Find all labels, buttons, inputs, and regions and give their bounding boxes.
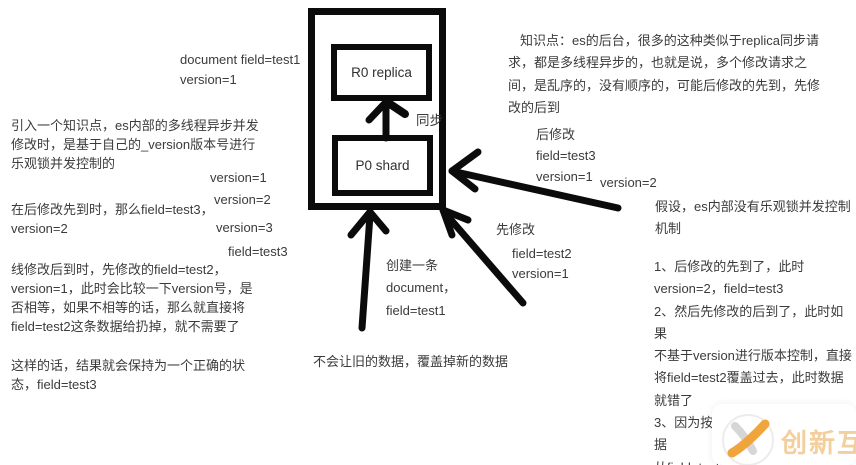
left-knowledge-intro: 引入一个知识点，es内部的多线程异步并发 修改时，是基于自己的_version版… bbox=[11, 118, 259, 171]
p0-shard-box: P0 shard bbox=[332, 135, 433, 196]
mid-version-2: version=2 bbox=[214, 192, 271, 207]
watermark-text: 创新互联 bbox=[781, 428, 856, 458]
first-modify-fields: field=test2 version=1 bbox=[512, 246, 572, 281]
top-right-knowledge: 知识点：es的后台，很多的这种类似于replica同步请 求，都是多线程异步的，… bbox=[508, 33, 821, 115]
bottom-note: 不会让旧的数据，覆盖掉新的数据 bbox=[313, 354, 509, 369]
r0-replica-box: R0 replica bbox=[331, 44, 432, 101]
assume-no-lock-note: 假设，es内部没有乐观锁并发控制 机制 bbox=[655, 199, 851, 237]
r0-replica-label: R0 replica bbox=[351, 65, 412, 80]
later-modify-label: 后修改 field=test3 version=1 bbox=[536, 127, 596, 184]
p0-shard-label: P0 shard bbox=[355, 158, 410, 173]
mid-version-3: version=3 bbox=[216, 220, 273, 235]
sync-label: 同步 bbox=[416, 113, 443, 128]
first-modify-title: 先修改 bbox=[496, 222, 536, 237]
left-correct-result: 这样的话，结果就会保持为一个正确的状 态，field=test3 bbox=[11, 358, 246, 392]
left-version-compare: 线修改后到时，先修改的field=test2， version=1，此时会比较一… bbox=[11, 262, 253, 334]
mid-field-test3: field=test3 bbox=[228, 244, 288, 259]
create-document-label: 创建一条 document， field=test1 bbox=[386, 258, 457, 318]
create-document-arrow bbox=[347, 208, 390, 332]
left-later-arrives-first: 在后修改先到时，那么field=test3， version=2 bbox=[11, 202, 214, 236]
watermark-logo-icon bbox=[722, 414, 774, 465]
document-created-label: document field=test1 version=1 bbox=[180, 52, 301, 87]
later-modify-version2: version=2 bbox=[600, 175, 657, 190]
mid-version-1: version=1 bbox=[210, 170, 267, 185]
